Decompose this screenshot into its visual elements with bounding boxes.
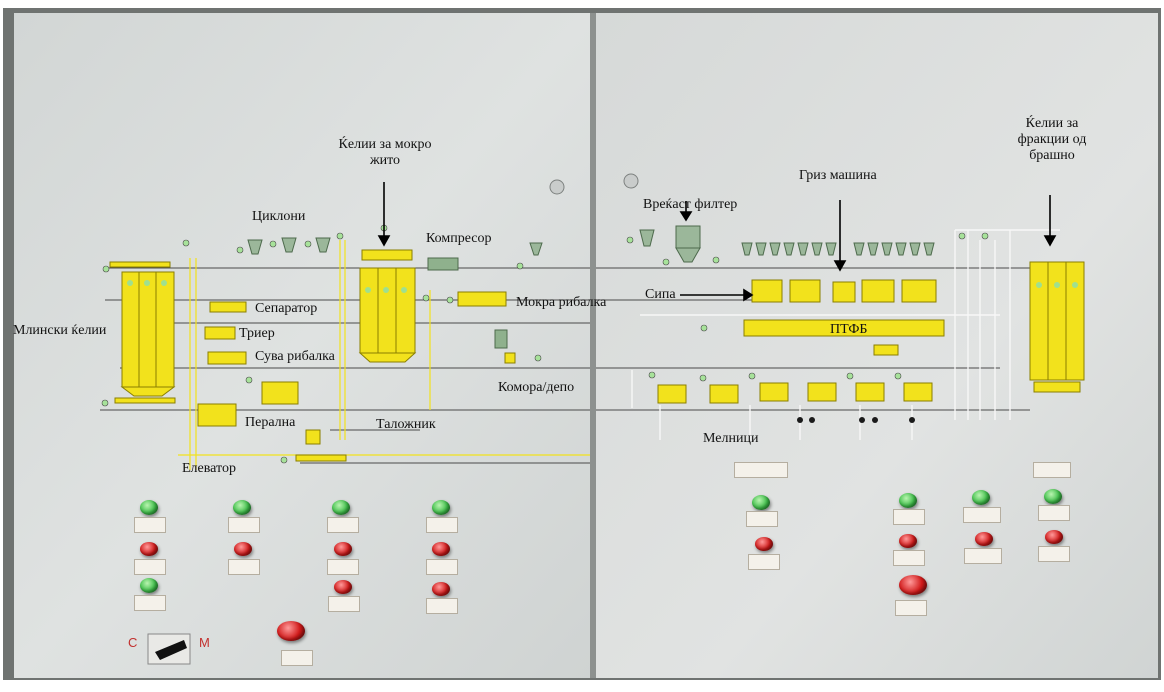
mill-cells-label: Млински ќелии (13, 323, 107, 338)
button-tag (327, 559, 359, 575)
washer-label: Перална (245, 415, 296, 430)
bag-filter-unit (675, 225, 701, 249)
switch-left-letter: С (128, 635, 138, 650)
button-tag (1038, 505, 1070, 521)
button-tag (228, 559, 260, 575)
button-tag (281, 650, 313, 666)
button-tag (1038, 546, 1070, 562)
dry-scrubber-label: Сува рибалка (255, 349, 335, 364)
stop-button[interactable] (140, 542, 158, 556)
start-button[interactable] (899, 493, 917, 508)
stop-button[interactable] (975, 532, 993, 546)
button-tag (327, 517, 359, 533)
wet-scrubber-unit (457, 291, 507, 307)
start-button[interactable] (332, 500, 350, 515)
button-tag (893, 550, 925, 566)
button-tag (963, 507, 1001, 523)
button-tag (734, 462, 788, 478)
right-flow-diagram (596, 225, 1085, 440)
sifter-label: Сипа (645, 287, 676, 302)
start-button[interactable] (140, 578, 158, 593)
separator-unit (209, 301, 247, 313)
button-tag (746, 511, 778, 527)
compressor-unit (427, 257, 459, 271)
trier-unit (204, 326, 236, 340)
ptfb-unit (743, 319, 945, 337)
start-button[interactable] (972, 490, 990, 505)
start-button[interactable] (233, 500, 251, 515)
chamber-label: Комора/депо (498, 380, 575, 395)
separator-label: Сепаратор (255, 301, 318, 316)
wet-scrubber-label: Мокра рибалка (516, 295, 607, 310)
settler-unit (261, 381, 299, 405)
washer-unit (197, 403, 237, 427)
chamber-unit (504, 352, 516, 364)
emergency-stop-button[interactable] (277, 621, 305, 641)
mills-label: Мелници (703, 431, 759, 446)
start-button[interactable] (432, 500, 450, 515)
panel-bolt (623, 173, 639, 189)
stop-button[interactable] (334, 580, 352, 594)
start-button[interactable] (140, 500, 158, 515)
mill-cells-silos (120, 271, 176, 397)
settler-label: Таложник (376, 417, 436, 432)
flour-cells-label: Ќелии за фракции од брашно (1017, 116, 1087, 164)
wet-grain-cells (358, 249, 417, 363)
button-tag (426, 517, 458, 533)
sifter-units (751, 279, 937, 303)
button-tag (134, 517, 166, 533)
stop-button[interactable] (334, 542, 352, 556)
button-tag (895, 600, 927, 616)
cyclones-group (247, 229, 655, 256)
button-tag (134, 559, 166, 575)
trier-label: Триер (239, 326, 275, 341)
selector-switch[interactable] (147, 633, 191, 665)
wet-cells-label: Ќелии за мокро жито (338, 137, 432, 169)
button-tag (426, 598, 458, 614)
ptfb-label: ПТФБ (830, 322, 868, 337)
button-tag (893, 509, 925, 525)
elevator-label: Елеватор (182, 461, 236, 476)
button-tag (228, 517, 260, 533)
start-button[interactable] (1044, 489, 1062, 504)
button-tag (426, 559, 458, 575)
button-tag (134, 595, 166, 611)
compressor-label: Компресор (426, 231, 492, 246)
stop-button[interactable] (432, 582, 450, 596)
cyclones-label: Циклони (252, 209, 306, 224)
mill-units (657, 382, 933, 404)
bag-filter-label: Вреќаст филтер (643, 197, 738, 212)
stop-button[interactable] (899, 534, 917, 548)
start-button[interactable] (752, 495, 770, 510)
dry-scrubber-unit (207, 351, 247, 365)
stop-button[interactable] (234, 542, 252, 556)
flour-fraction-cells (1029, 261, 1085, 393)
button-tag (748, 554, 780, 570)
button-tag (964, 548, 1002, 564)
panel-bolt (549, 179, 565, 195)
griz-machine-label: Гриз машина (799, 168, 877, 183)
button-tag (328, 596, 360, 612)
stop-button[interactable] (755, 537, 773, 551)
switch-right-letter: М (199, 635, 210, 650)
stop-button[interactable] (1045, 530, 1063, 544)
emergency-stop-button[interactable] (899, 575, 927, 595)
button-tag (1033, 462, 1071, 478)
stop-button[interactable] (432, 542, 450, 556)
